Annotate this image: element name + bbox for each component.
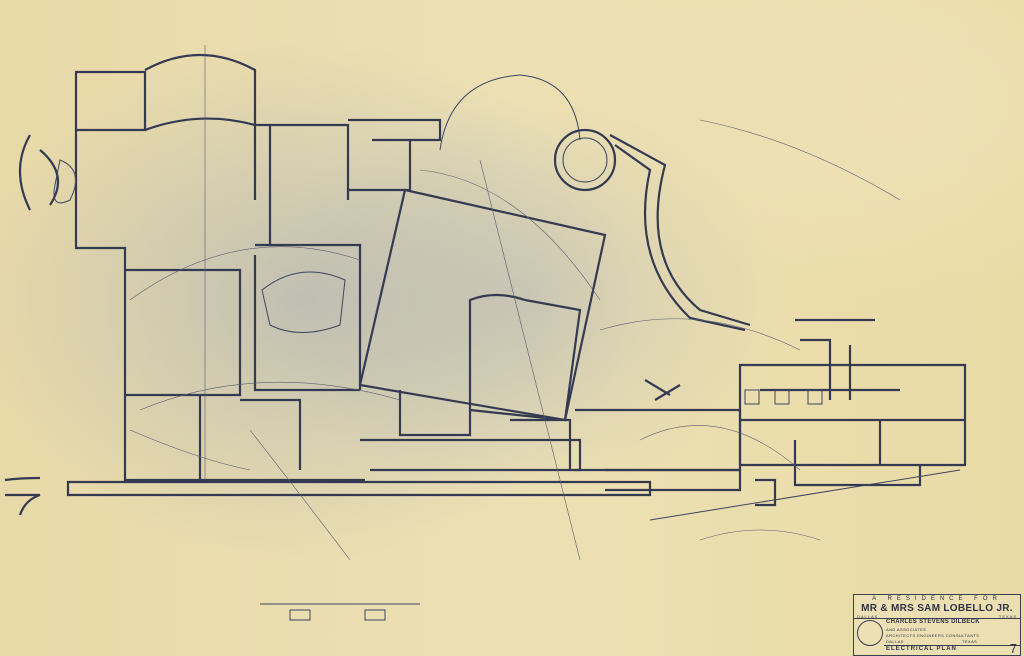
firm-state: TEXAS bbox=[962, 639, 978, 644]
sheet-number: 7 bbox=[1009, 641, 1017, 656]
city-label: DALLAS bbox=[857, 614, 879, 619]
state-label: TEXAS bbox=[998, 614, 1017, 619]
title-block: A RESIDENCE FOR MR & MRS SAM LOBELLO JR.… bbox=[853, 594, 1021, 656]
scale-marks bbox=[260, 603, 420, 621]
firm-city: DALLAS bbox=[886, 639, 904, 644]
sheet-title: ELECTRICAL PLAN bbox=[886, 646, 957, 652]
firm-name: CHARLES STEVENS DILBECK bbox=[886, 619, 980, 625]
title-header: A RESIDENCE FOR bbox=[872, 596, 1002, 602]
west-wing-walls bbox=[4, 54, 652, 516]
architect-seal bbox=[857, 620, 883, 646]
electrical-circuits bbox=[129, 45, 901, 561]
client-name: MR & MRS SAM LOBELLO JR. bbox=[861, 603, 1013, 614]
firm-sub: AND ASSOCIATES bbox=[886, 627, 927, 632]
east-wing-walls bbox=[575, 318, 967, 521]
firm-desc: ARCHITECTS ENGINEERS CONSULTANTS bbox=[886, 633, 980, 638]
central-walls bbox=[348, 74, 751, 472]
